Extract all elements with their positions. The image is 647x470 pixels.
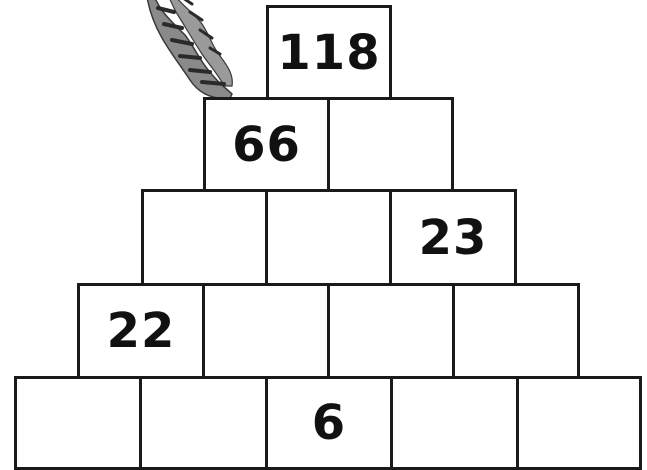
- pyramid-cell-r0-c0[interactable]: 118: [266, 5, 392, 100]
- pyramid-cell-r1-c0[interactable]: 66: [203, 97, 330, 192]
- pyramid-cell-r4-c4[interactable]: [516, 376, 642, 470]
- pyramid-cell-r2-c0[interactable]: [141, 189, 268, 286]
- pyramid-cell-r3-c0[interactable]: 22: [77, 283, 205, 379]
- pyramid-cell-r3-c1[interactable]: [202, 283, 330, 379]
- pyramid-cell-r4-c0[interactable]: [14, 376, 142, 470]
- pyramid-cell-r4-c1[interactable]: [139, 376, 268, 470]
- zebra-leg-icon: [140, 0, 250, 105]
- pyramid-cell-r2-c2[interactable]: 23: [389, 189, 517, 286]
- pyramid-cell-r3-c2[interactable]: [327, 283, 455, 379]
- pyramid-cell-r4-c3[interactable]: [390, 376, 519, 470]
- pyramid-cell-r4-c2[interactable]: 6: [265, 376, 393, 470]
- pyramid-cell-r3-c3[interactable]: [452, 283, 580, 379]
- pyramid-cell-r2-c1[interactable]: [265, 189, 392, 286]
- pyramid-cell-r1-c1[interactable]: [327, 97, 454, 192]
